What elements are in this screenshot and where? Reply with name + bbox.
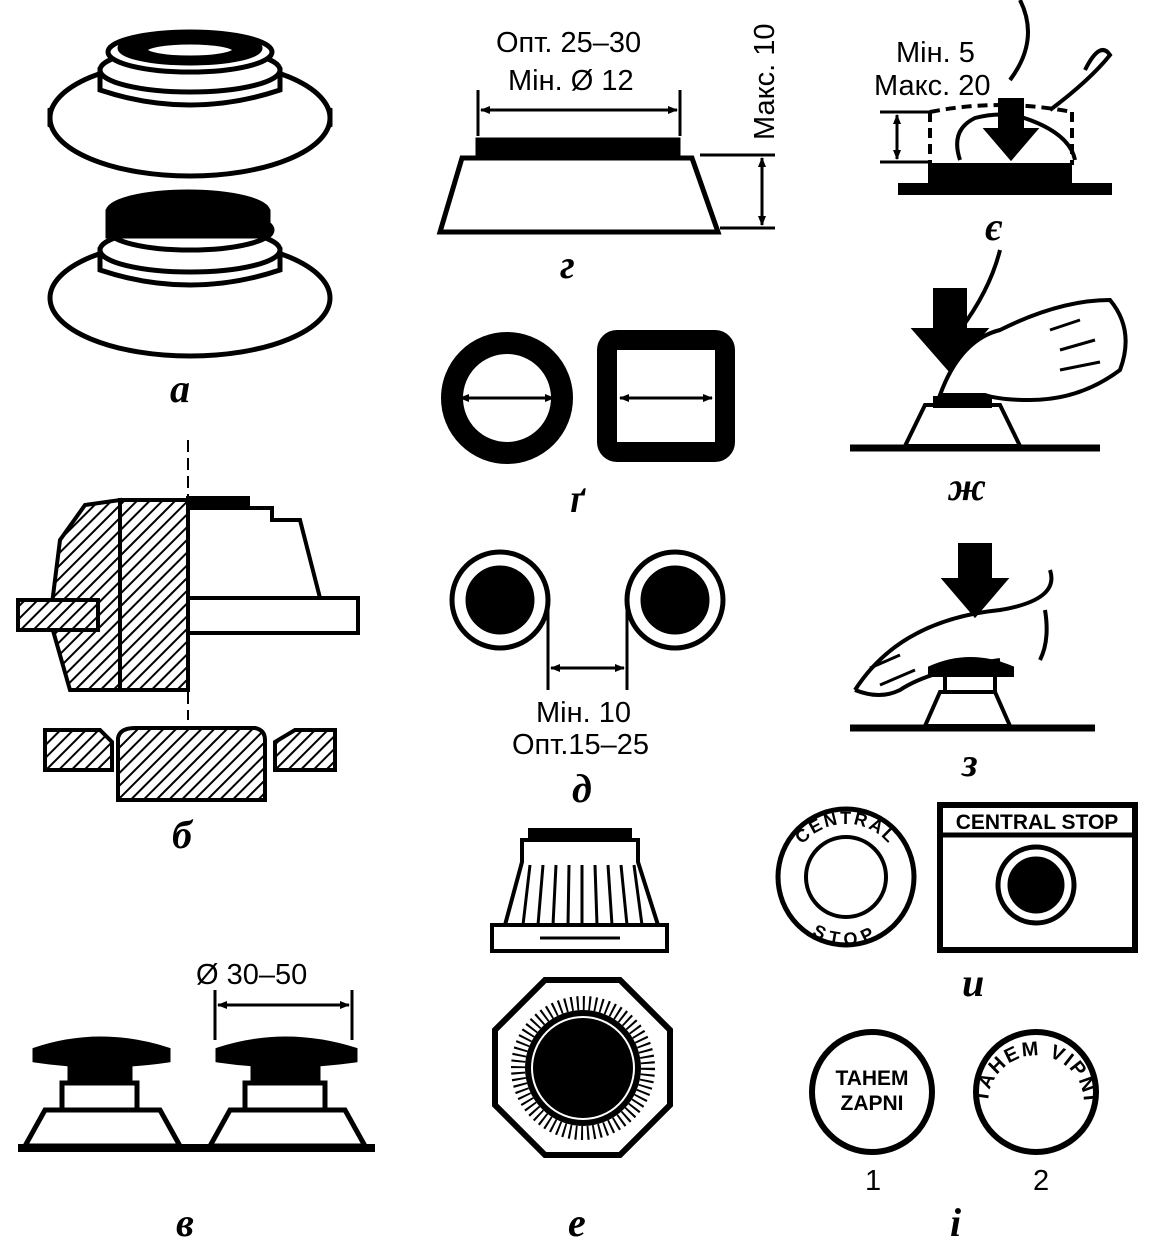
dim-g-max: Макс. 10 xyxy=(749,24,781,141)
button-i1-number: 1 xyxy=(865,1165,881,1197)
label-g: г xyxy=(560,242,575,287)
stop-panel-label: CENTRAL STOP xyxy=(956,811,1119,834)
dim-g-optimal: Опт. 25–30 xyxy=(496,27,641,59)
button-i1-line2: ZAPNI xyxy=(841,1092,904,1115)
label-b: б xyxy=(172,812,194,857)
figure-ye-travel xyxy=(880,0,1113,195)
figure-e-ribbed-button xyxy=(490,828,673,1158)
dim-d-opt: Опт.15–25 xyxy=(512,729,649,761)
figure-y-central-stop xyxy=(775,802,1138,953)
label-v: в xyxy=(176,1200,194,1245)
label-g2: ґ xyxy=(570,476,586,521)
label-z: з xyxy=(961,740,978,785)
figure-z-palm-push xyxy=(850,543,1095,732)
label-ye: є xyxy=(985,204,1003,249)
figure-d-spacing xyxy=(449,549,726,690)
label-d: д xyxy=(572,766,592,811)
label-i: і xyxy=(950,1200,961,1245)
label-y: и xyxy=(962,960,984,1005)
button-i2-number: 2 xyxy=(1033,1165,1049,1197)
label-e: е xyxy=(568,1200,586,1245)
dim-g-min: Мін. Ø 12 xyxy=(508,65,634,97)
dim-d-min: Мін. 10 xyxy=(536,697,631,729)
button-i1-line1: TAHEM xyxy=(835,1067,908,1090)
dim-v-diameter: Ø 30–50 xyxy=(196,959,307,991)
figure-zh-finger-push xyxy=(850,249,1128,452)
label-zh: ж xyxy=(947,464,986,509)
dim-ye-min: Мін. 5 xyxy=(896,37,975,69)
label-a: а xyxy=(170,366,190,411)
figure-b-section-view xyxy=(16,440,360,802)
dim-ye-max: Макс. 20 xyxy=(874,70,991,102)
figure-i-labelled-buttons xyxy=(809,1029,1099,1155)
figure-a-conical-buttons xyxy=(47,29,333,359)
figure-v-mushroom-buttons xyxy=(18,990,375,1152)
figure-g-dimensions xyxy=(436,90,775,235)
figure-g2-shapes xyxy=(441,330,735,464)
